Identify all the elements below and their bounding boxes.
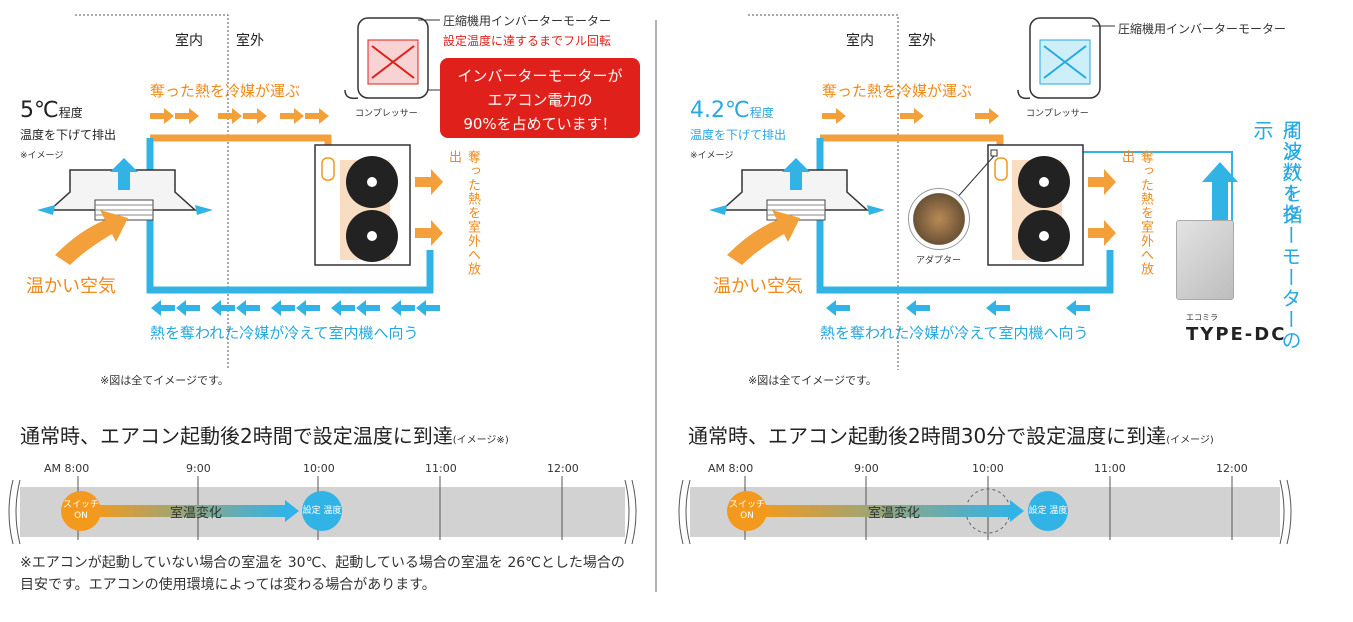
right-image-note: ※イメージ <box>690 151 734 161</box>
left-heat-release: 奪った熱を室外へ放出 <box>446 150 480 276</box>
left-temp-big: 5℃ <box>20 98 59 123</box>
left-outdoor-label: 室外 <box>236 33 264 49</box>
right-frequency-label: 周波数を指示 <box>1250 120 1303 225</box>
left-temp-suffix: 程度 <box>58 106 83 120</box>
right-diagram <box>678 14 1292 545</box>
callout-line-2: エアコン電力の <box>487 91 593 109</box>
right-indoor-label: 室内 <box>846 33 874 49</box>
brand-type-dc: TYPE-DC <box>1186 324 1287 345</box>
left-heading-note: (イメージ※) <box>452 435 509 446</box>
right-temp-value: 4.2℃程度 <box>690 98 774 123</box>
right-target-temp-marker: 設定 温度 <box>1028 491 1068 531</box>
left-indoor-label: 室内 <box>175 33 203 49</box>
left-compressor-label: コンプレッサー <box>355 109 418 119</box>
left-orange-pipe <box>150 134 332 160</box>
left-inverter-callout: インバーターモーターが エアコン電力の 90%を占めています！ <box>440 58 640 138</box>
left-return-flow: 熱を奪われた冷媒が冷えて室内機へ向う <box>150 324 419 342</box>
left-temp-desc: 温度を下げて排出 <box>20 128 117 142</box>
right-switch-on-marker: スイッチ ON <box>727 491 767 531</box>
right-heat-carry: 奪った熱を冷媒が運ぶ <box>822 82 973 100</box>
right-temp-suffix: 程度 <box>749 106 774 120</box>
left-warm-air: 温かい空気 <box>26 276 116 297</box>
right-temp-desc: 温度を下げて排出 <box>690 128 787 142</box>
left-heat-carry: 奪った熱を冷媒が運ぶ <box>150 82 301 100</box>
callout-line-1: インバーターモーターが <box>457 67 623 85</box>
left-all-image-note: ※図は全てイメージです。 <box>100 374 229 387</box>
right-time-9: 9:00 <box>854 462 879 475</box>
left-room-boundary <box>75 14 229 370</box>
left-progress-arrow <box>95 505 285 517</box>
right-adapter-label: アダプター <box>916 256 962 266</box>
right-room-boundary <box>748 14 899 370</box>
left-outdoor-unit <box>314 144 411 266</box>
right-time-8: AM 8:00 <box>708 462 754 475</box>
right-time-12: 12:00 <box>1216 462 1248 475</box>
right-compressor <box>1017 17 1115 100</box>
callout-line-3: 90%を占めています！ <box>463 115 617 133</box>
left-time-10: 10:00 <box>303 462 335 475</box>
right-heading: 通常時、エアコン起動後2時間30分で設定温度に到達(イメージ) <box>688 420 1214 449</box>
left-time-8: AM 8:00 <box>44 462 90 475</box>
type-dc-device <box>1176 220 1234 300</box>
right-compressor-label: コンプレッサー <box>1026 109 1089 119</box>
right-return-flow: 熱を奪われた冷媒が冷えて室内機へ向う <box>820 324 1089 342</box>
left-heading: 通常時、エアコン起動後2時間で設定温度に到達(イメージ※) <box>20 420 509 449</box>
right-motor-label: 圧縮機用インバーターモーター <box>1118 22 1287 36</box>
right-all-image-note: ※図は全てイメージです。 <box>748 374 877 387</box>
left-bottom-arrows <box>151 300 440 316</box>
left-top-arrows <box>150 108 329 124</box>
left-time-11: 11:00 <box>425 462 457 475</box>
right-outdoor-unit <box>987 144 1084 266</box>
left-footnote: ※エアコンが起動していない場合の室温を 30℃、起動している場合の室温を 26℃… <box>20 555 625 593</box>
brand-small: エコミラ <box>1186 313 1218 322</box>
right-time-11: 11:00 <box>1094 462 1126 475</box>
left-time-9: 9:00 <box>186 462 211 475</box>
left-motor-note: 設定温度に達するまでフル回転 <box>443 34 612 48</box>
right-time-10: 10:00 <box>972 462 1004 475</box>
adapter-image <box>908 188 970 250</box>
left-time-12: 12:00 <box>547 462 579 475</box>
left-compressor <box>344 17 440 100</box>
right-warm-air: 温かい空気 <box>713 276 803 297</box>
right-heading-text: 通常時、エアコン起動後2時間30分で設定温度に到達 <box>688 424 1167 448</box>
right-progress-arrow <box>762 505 1012 517</box>
left-motor-label: 圧縮機用インバーターモーター <box>443 14 612 28</box>
right-heading-note: (イメージ) <box>1166 435 1214 446</box>
right-temp-big: 4.2℃ <box>690 98 750 123</box>
left-diagram <box>8 14 637 545</box>
left-room-change: 室温変化 <box>170 506 223 521</box>
right-inverter-label: インバーターモーターの <box>1278 120 1302 351</box>
left-image-note: ※イメージ <box>20 151 64 161</box>
left-switch-on-marker: スイッチ ON <box>61 491 101 531</box>
left-temp-value: 5℃程度 <box>20 98 83 123</box>
left-target-temp-marker: 設定 温度 <box>302 491 342 531</box>
left-heading-text: 通常時、エアコン起動後2時間で設定温度に到達 <box>20 424 453 448</box>
right-outdoor-label: 室外 <box>908 33 936 49</box>
right-heat-release: 奪った熱を室外へ放出 <box>1119 150 1153 276</box>
right-room-change: 室温変化 <box>868 506 921 521</box>
